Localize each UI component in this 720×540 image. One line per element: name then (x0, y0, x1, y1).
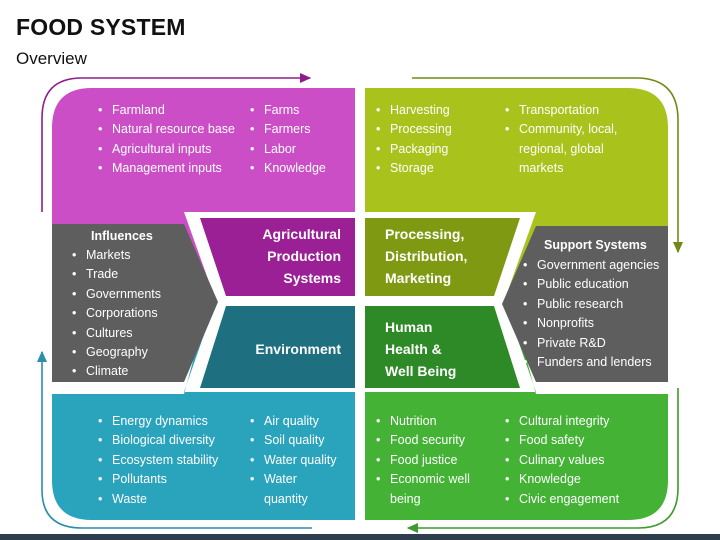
list-item: Soil quality (250, 431, 350, 451)
list-item: Knowledge (250, 159, 350, 179)
list-item: Natural resource base (98, 120, 248, 140)
list-item: Private R&D (523, 334, 673, 354)
influences-heading: Influences (91, 229, 153, 243)
list-item: Farmers (250, 120, 350, 140)
support-list: Government agencies Public education Pub… (523, 256, 673, 373)
top-left-list-2: Farms Farmers Labor Knowledge (250, 101, 350, 179)
list-item: Food justice (376, 451, 501, 471)
influences-list: Markets Trade Governments Corporations C… (72, 246, 192, 382)
list-item: Pollutants (98, 470, 248, 490)
list-item: Energy dynamics (98, 412, 248, 432)
list-item: Cultures (72, 324, 192, 344)
center-panel-health (365, 306, 520, 388)
top-left-list-1: Farmland Natural resource base Agricultu… (98, 101, 248, 179)
list-item: Farms (250, 101, 350, 121)
list-item: Packaging (376, 140, 496, 160)
bottom-right-list-2: Cultural integrity Food safety Culinary … (505, 412, 655, 509)
list-item: Storage (376, 159, 496, 179)
list-item: Civic engagement (505, 490, 655, 510)
list-item: Ecosystem stability (98, 451, 248, 471)
list-item: Agricultural inputs (98, 140, 248, 160)
list-item: Food security (376, 431, 501, 451)
center-label-environment: Environment (255, 341, 341, 357)
list-item: Geography (72, 343, 192, 363)
list-item: Harvesting (376, 101, 496, 121)
list-item: Water (250, 470, 350, 490)
list-item: Nutrition (376, 412, 501, 432)
list-item: Biological diversity (98, 431, 248, 451)
support-heading: Support Systems (544, 238, 647, 252)
center-panel-environment (200, 306, 355, 388)
footer-bar (0, 534, 720, 540)
bottom-left-list-1: Energy dynamics Biological diversity Eco… (98, 412, 248, 509)
list-item: Governments (72, 285, 192, 305)
list-item: Air quality (250, 412, 350, 432)
bottom-left-list-2: Air quality Soil quality Water quality W… (250, 412, 350, 509)
bottom-right-list-1: Nutrition Food security Food justice Eco… (376, 412, 501, 509)
top-right-list-1: Harvesting Processing Packaging Storage (376, 101, 496, 179)
flow-arrow-right (412, 77, 684, 254)
page-subtitle: Overview (16, 49, 87, 68)
list-item: regional, global (519, 141, 604, 156)
list-item: Economic well (376, 470, 501, 490)
flow-arrow-bottom (406, 388, 679, 534)
list-item: markets (519, 161, 564, 176)
center-panel-processing (365, 218, 520, 296)
flow-arrow-top (41, 72, 312, 212)
top-right-list-2: Transportation Community, local, regiona… (505, 101, 645, 179)
list-item: Government agencies (523, 256, 673, 276)
list-item: Markets (72, 246, 192, 266)
list-item: Climate (72, 362, 192, 382)
list-item: Knowledge (505, 470, 655, 490)
list-item: Cultural integrity (505, 412, 655, 432)
list-item: Corporations (72, 304, 192, 324)
list-item: Waste (98, 490, 248, 510)
center-label-health: Human Health & Well Being (385, 319, 457, 379)
list-item: Transportation (505, 101, 645, 121)
list-item: Culinary values (505, 451, 655, 471)
list-item: Community, local, (505, 120, 645, 140)
list-item: Funders and lenders (523, 353, 673, 373)
list-item: Nonprofits (523, 314, 673, 334)
list-item: quantity (264, 491, 308, 506)
list-item: being (390, 491, 421, 506)
list-item: Management inputs (98, 159, 248, 179)
page-title: FOOD SYSTEM (16, 14, 186, 40)
center-panel-agri (200, 218, 355, 296)
list-item: Water quality (250, 451, 350, 471)
center-label-agri: Agricultural Production Systems (262, 226, 341, 286)
list-item: Processing (376, 120, 496, 140)
list-item: Food safety (505, 431, 655, 451)
center-label-processing: Processing, Distribution, Marketing (385, 226, 468, 286)
list-item: Trade (72, 265, 192, 285)
flow-arrow-left (36, 350, 312, 529)
list-item: Public research (523, 295, 673, 315)
list-item: Labor (250, 140, 350, 160)
list-item: Public education (523, 275, 673, 295)
list-item: Farmland (98, 101, 248, 121)
